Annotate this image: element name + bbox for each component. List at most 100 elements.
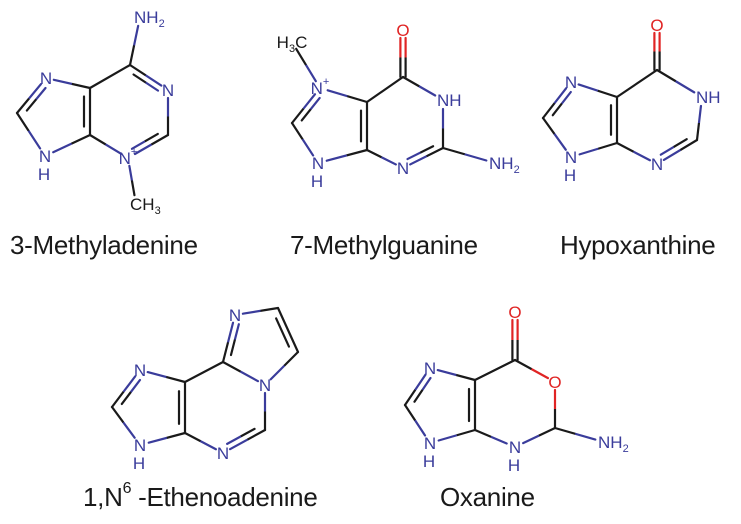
- atom-n9: NH: [423, 434, 436, 471]
- svg-text:O: O: [508, 303, 521, 322]
- label-7-methylguanine: 7-Methylguanine: [290, 230, 478, 260]
- svg-text:NH: NH: [696, 88, 721, 107]
- bond: [132, 73, 160, 92]
- bond: [541, 116, 567, 151]
- svg-text:NH: NH: [437, 91, 462, 110]
- svg-text:N: N: [134, 436, 146, 455]
- svg-text:N: N: [217, 444, 229, 463]
- svg-text:N: N: [259, 376, 271, 395]
- bond: [578, 141, 619, 156]
- bond: [325, 148, 369, 162]
- svg-text:N: N: [162, 81, 174, 100]
- svg-text:O: O: [548, 373, 561, 392]
- atom-n3: N: [397, 159, 409, 178]
- atom-o6: O: [650, 16, 663, 35]
- atom-n9: NH: [564, 148, 577, 185]
- svg-text:H: H: [423, 452, 435, 471]
- atom-n7: N+: [311, 76, 330, 98]
- bond: [229, 323, 240, 357]
- svg-text:NH2: NH2: [598, 433, 629, 455]
- bond: [522, 426, 557, 445]
- svg-text:N: N: [312, 154, 324, 173]
- atom-n1: N: [259, 376, 271, 395]
- bond: [615, 141, 652, 162]
- bond: [52, 133, 92, 154]
- bond: [146, 370, 187, 384]
- bond: [409, 146, 445, 166]
- bond: [228, 428, 267, 451]
- bond: [128, 24, 140, 67]
- svg-text:H: H: [311, 172, 323, 191]
- bond: [183, 360, 225, 384]
- svg-text:O: O: [650, 16, 663, 35]
- atom-me: H3C: [277, 33, 308, 55]
- svg-text:N: N: [651, 155, 663, 174]
- bond: [413, 376, 432, 403]
- bond: [436, 368, 477, 382]
- bond: [365, 75, 405, 104]
- bond: [655, 68, 696, 94]
- bond: [551, 90, 572, 117]
- svg-text:H3C: H3C: [277, 33, 308, 55]
- svg-text:NH2: NH2: [134, 8, 165, 30]
- bond: [133, 133, 170, 156]
- atom-o6: O: [508, 303, 521, 322]
- atom-me: CH3: [130, 195, 161, 217]
- bond: [365, 148, 397, 166]
- label-hypoxanthine: Hypoxanthine: [560, 230, 716, 260]
- bond: [15, 111, 42, 150]
- bond: [128, 164, 136, 197]
- ethenoadenine-bonds: [110, 306, 300, 451]
- bond: [52, 78, 92, 90]
- bond: [120, 378, 142, 406]
- svg-text:N: N: [424, 359, 436, 378]
- svg-text:N: N: [229, 306, 241, 325]
- svg-text:N: N: [509, 438, 521, 457]
- svg-text:NH2: NH2: [489, 154, 520, 176]
- atom-n9: NH: [311, 154, 324, 191]
- label-3-methyladenine: 3-Methyladenine: [10, 230, 198, 260]
- svg-text:N: N: [40, 69, 52, 88]
- svg-text:N: N: [39, 147, 51, 166]
- bond: [147, 431, 187, 444]
- atom-n3: N: [217, 444, 229, 463]
- hypoxanthine-bonds: [541, 31, 703, 162]
- svg-text:O: O: [396, 21, 409, 40]
- bond: [401, 75, 437, 97]
- atom-n7: N: [424, 359, 436, 378]
- label-ethenoadenine-superscript: 6: [122, 480, 132, 497]
- atom-n3: N: [651, 155, 663, 174]
- bond: [15, 83, 42, 115]
- atom-n7: N: [134, 361, 146, 380]
- bonds-layer: [15, 24, 703, 451]
- bond: [473, 428, 508, 445]
- bond: [226, 427, 256, 445]
- bond: [437, 428, 477, 442]
- bond: [276, 306, 300, 354]
- oxanine-bonds: [403, 318, 597, 445]
- svg-text:H: H: [564, 166, 576, 185]
- svg-text:H: H: [133, 454, 145, 473]
- bond: [290, 121, 315, 157]
- bond: [290, 93, 317, 125]
- label-ethenoadenine: 1,N6 -Ethenoadenine: [83, 480, 318, 513]
- atom-n1: N: [162, 81, 174, 100]
- atom-n1: NH: [696, 88, 721, 107]
- label-oxanine: Oxanine: [440, 482, 535, 512]
- svg-text:N: N: [397, 159, 409, 178]
- bond: [615, 68, 659, 99]
- label-ethenoadenine-prefix: 1,N: [83, 482, 123, 512]
- atom-n3: NH: [508, 438, 521, 475]
- bond: [326, 89, 369, 104]
- bond: [403, 403, 427, 437]
- svg-text:N+: N+: [119, 146, 138, 168]
- bond: [295, 47, 317, 83]
- bond: [25, 86, 47, 112]
- atom-o1: O: [548, 373, 561, 392]
